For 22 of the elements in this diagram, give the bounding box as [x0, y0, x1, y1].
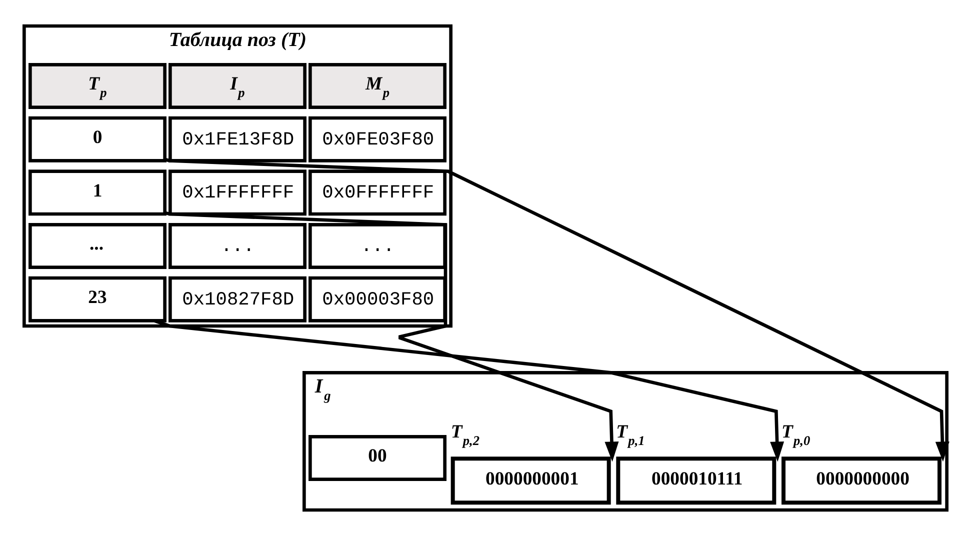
node-box: 0x0FE03F80 — [308, 116, 446, 162]
node-box: ... — [168, 223, 306, 269]
node-label: T$_{p,2}$ — [450, 422, 480, 448]
node-box: 0x0FFFFFFF — [308, 170, 446, 216]
arrow — [164, 158, 950, 462]
node-box: ... — [308, 223, 446, 269]
node-box: 0x00003F80 — [308, 276, 446, 322]
node-box: 0x1FE13F8D — [168, 116, 306, 162]
arrow — [164, 211, 619, 462]
node-box: 00 — [308, 435, 446, 481]
node-label: T$_{p,0}$ — [782, 422, 810, 448]
node-box: 1 — [28, 170, 166, 216]
node-label: T$_{p,1}$ — [616, 422, 645, 448]
arrow — [154, 319, 784, 462]
node-box: 0 — [28, 116, 166, 162]
node-box: M$_{p}$ — [308, 63, 446, 109]
node-box: 0x10827F8D — [168, 276, 306, 322]
node-box: 0x1FFFFFFF — [168, 170, 306, 216]
node-box: I$_{p}$ — [168, 63, 306, 109]
node-box: 23 — [28, 276, 166, 322]
node-box: ... — [28, 223, 166, 269]
node-box: T$_{p}$ — [28, 63, 166, 109]
